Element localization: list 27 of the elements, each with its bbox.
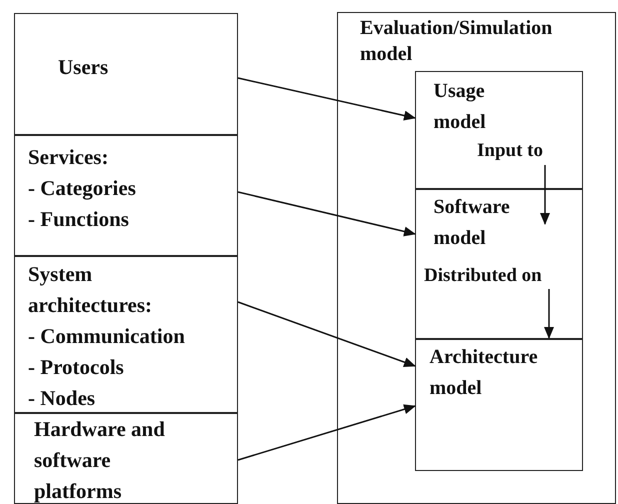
model-box (414, 70, 582, 188)
node-text: System architectures: (28, 261, 154, 319)
model-box (414, 188, 582, 338)
arrow (540, 165, 550, 225)
node-text: - Protocols (28, 354, 125, 381)
category-box (14, 413, 238, 504)
arrow (544, 289, 554, 339)
model-frame (337, 12, 616, 504)
node-text: - Functions (28, 206, 130, 233)
node-text: Users (58, 54, 110, 81)
model-box (414, 338, 582, 470)
node-text: Architecture model (430, 344, 539, 400)
category-box (14, 13, 238, 135)
arrow (238, 191, 416, 236)
node-text: Services: (28, 144, 110, 171)
category-box (14, 135, 238, 256)
arrow (238, 77, 416, 120)
node-text: Software model (434, 194, 511, 250)
node-text: - Nodes (28, 385, 96, 412)
node-text: Hardware and software platforms (34, 416, 166, 504)
node-text: - Categories (28, 175, 137, 202)
arrow (238, 404, 416, 461)
arrow (238, 301, 416, 367)
node-text: Evaluation/Simulation model (360, 16, 554, 67)
category-box (14, 256, 238, 413)
node-text: Usage model (434, 78, 487, 134)
node-text: - Communication (28, 323, 186, 350)
